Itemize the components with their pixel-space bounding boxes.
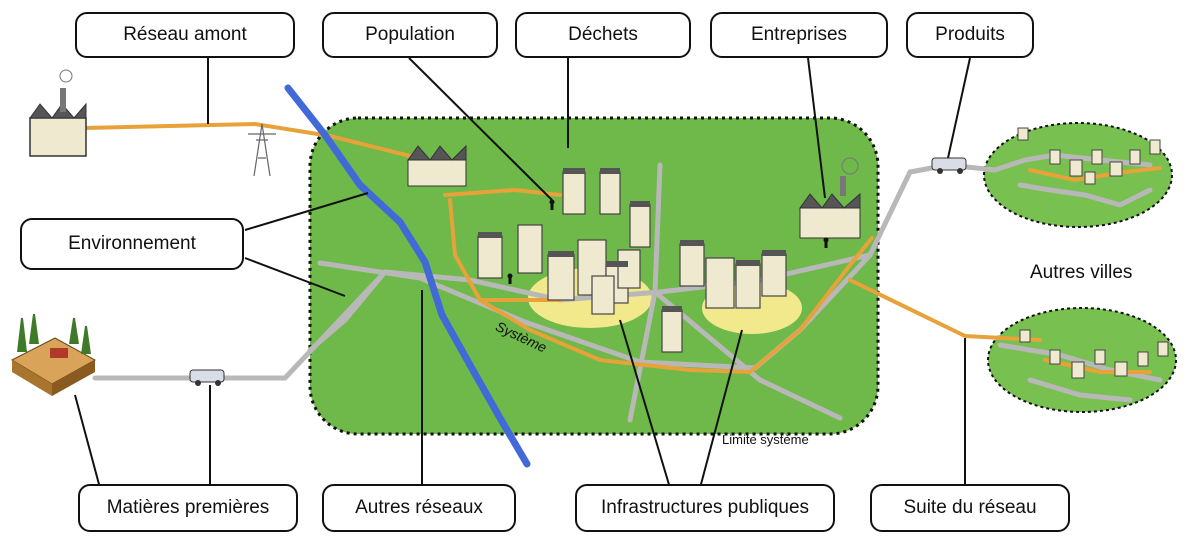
label-entreprises: Entreprises: [710, 12, 888, 58]
energy-network: [83, 122, 1162, 374]
label-reseau-amont: Réseau amont: [75, 12, 295, 58]
factory-icon: [799, 157, 861, 239]
label-population: Population: [322, 12, 498, 58]
label-produits: Produits: [906, 12, 1034, 58]
label-matieres-premieres: Matières premières: [78, 484, 298, 532]
annotation-autres-villes: Autres villes: [1030, 262, 1133, 283]
label-suite-du-reseau: Suite du réseau: [870, 484, 1070, 532]
building-roofs: [478, 168, 786, 312]
label-dechets: Déchets: [515, 12, 691, 58]
river: [284, 84, 531, 468]
truck-icon: [189, 369, 225, 386]
label-environnement: Environnement: [20, 218, 244, 270]
factory-icon: [29, 69, 87, 157]
person-icon: [507, 199, 829, 284]
power-pylon-icon: [248, 123, 276, 177]
leader-lines: [74, 57, 971, 489]
truck-icon: [931, 157, 967, 174]
building-icon: [477, 171, 787, 353]
label-infrastructures-publiques: Infrastructures publiques: [575, 484, 835, 532]
annotation-limite-systeme: Limite système: [722, 432, 809, 447]
building-icon: [1017, 127, 1169, 379]
factory-icon: [407, 144, 467, 187]
label-autres-reseaux: Autres réseaux: [322, 484, 516, 532]
mine-icon: [10, 313, 97, 396]
